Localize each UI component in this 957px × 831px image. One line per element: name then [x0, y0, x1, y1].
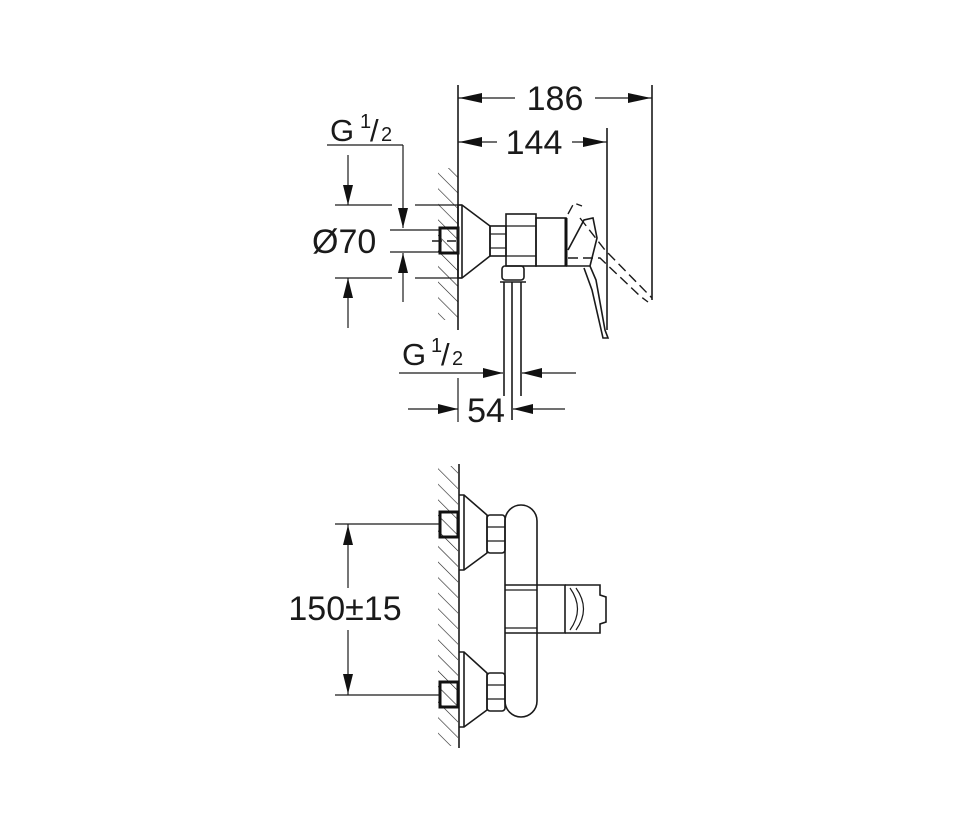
thread-numerator: 1	[431, 335, 442, 357]
thread-denominator: 2	[452, 348, 463, 370]
lever-handle-front	[565, 584, 607, 634]
dimension-diameter-70: Ø70	[312, 155, 462, 328]
mixer-body	[535, 217, 567, 267]
lever-handle-open-position	[567, 202, 653, 303]
svg-text:/: /	[441, 337, 450, 372]
inlet-thread-callout: G 1 / 2	[327, 111, 440, 302]
lower-nut	[486, 672, 506, 712]
lever-handle	[566, 217, 610, 339]
dimension-label-diameter-70: Ø70	[312, 223, 376, 261]
dimension-144: 144	[458, 124, 608, 330]
upper-nut	[486, 514, 506, 554]
cartridge-housing	[505, 584, 566, 634]
svg-text:/: /	[370, 113, 379, 148]
thread-numerator: 1	[360, 111, 371, 133]
front-view: 150±15	[288, 464, 607, 748]
dimension-150: 150±15	[288, 523, 440, 696]
mixer-body-front	[505, 213, 537, 267]
thread-denominator: 2	[381, 124, 392, 146]
outlet-thread-callout: G 1 / 2	[399, 335, 576, 378]
dimension-label-54: 54	[467, 392, 505, 430]
outlet-pipe	[500, 265, 526, 420]
wall-section	[438, 85, 459, 330]
dimension-label-144: 144	[506, 124, 563, 162]
dimension-186: 186	[458, 80, 653, 300]
mixer-body-oval	[504, 504, 538, 718]
thread-prefix: G	[402, 337, 426, 372]
hex-nut	[489, 225, 507, 257]
dimension-label-150: 150±15	[288, 590, 401, 628]
dimension-54: 54	[408, 378, 565, 430]
thread-prefix: G	[330, 113, 354, 148]
dimension-label-186: 186	[527, 80, 584, 118]
side-view: 186 144 G 1 / 2	[312, 80, 653, 430]
